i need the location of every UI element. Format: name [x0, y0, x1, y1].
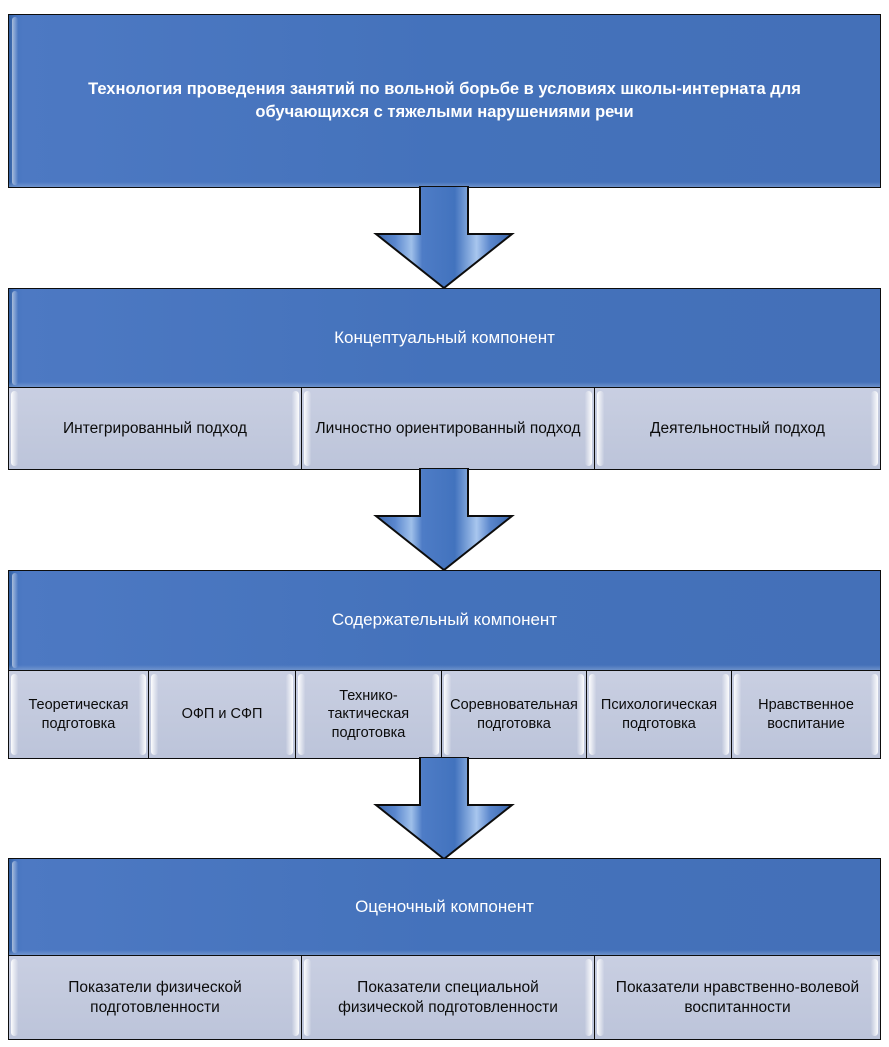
- subbox-general-special-physical-training[interactable]: ОФП и СФП: [149, 671, 296, 758]
- subbox-label: Соревновательная подготовка: [450, 696, 578, 732]
- evaluation-block-band: Оценочный компонент: [9, 859, 880, 955]
- subbox-integrated-approach[interactable]: Интегрированный подход: [9, 388, 302, 469]
- subbox-psychological-training[interactable]: Психологическая подготовка: [587, 671, 732, 758]
- title-block-band: Технология проведения занятий по вольной…: [9, 15, 880, 187]
- content-block-heading: Содержательный компонент: [331, 610, 558, 630]
- subbox-label: Нравственное воспитание: [758, 696, 854, 732]
- subbox-label: Показатели специальной физической подгот…: [338, 978, 558, 1016]
- conceptual-block[interactable]: Концептуальный компонент Интегрированный…: [8, 288, 881, 470]
- subbox-technical-tactical-training[interactable]: Технико-тактическая подготовка: [296, 671, 442, 758]
- evaluation-block-heading: Оценочный компонент: [355, 896, 534, 916]
- subbox-physical-fitness-indicators[interactable]: Показатели физической подготовленности: [9, 956, 302, 1039]
- subbox-label: Показатели нравственно-волевой воспитанн…: [615, 978, 860, 1016]
- conceptual-block-band: Концептуальный компонент: [9, 289, 880, 387]
- arrow-conceptual-to-content: [364, 468, 524, 572]
- subbox-label: Психологическая подготовка: [600, 696, 718, 732]
- subbox-label: Показатели физической подготовленности: [68, 978, 242, 1016]
- title-block[interactable]: Технология проведения занятий по вольной…: [8, 14, 881, 188]
- evaluation-block[interactable]: Оценочный компонент Показатели физическо…: [8, 858, 881, 1040]
- subbox-label: Личностно ориентированный подход: [315, 419, 581, 437]
- subbox-moral-volitional-indicators[interactable]: Показатели нравственно-волевой воспитанн…: [595, 956, 880, 1039]
- content-block-subrow: Теоретическая подготовка ОФП и СФП Техни…: [9, 670, 880, 758]
- subbox-personality-oriented-approach[interactable]: Личностно ориентированный подход: [302, 388, 595, 469]
- subbox-theoretical-training[interactable]: Теоретическая подготовка: [9, 671, 149, 758]
- subbox-label: Деятельностный подход: [650, 419, 825, 437]
- subbox-label: ОФП и СФП: [181, 706, 263, 723]
- subbox-moral-education[interactable]: Нравственное воспитание: [732, 671, 880, 758]
- subbox-label: Технико-тактическая подготовка: [327, 687, 410, 741]
- subbox-activity-approach[interactable]: Деятельностный подход: [595, 388, 880, 469]
- subbox-label: Теоретическая подготовка: [28, 696, 129, 732]
- conceptual-block-heading: Концептуальный компонент: [334, 327, 555, 347]
- content-block-band: Содержательный компонент: [9, 571, 880, 670]
- subbox-competitive-training[interactable]: Соревновательная подготовка: [442, 671, 587, 758]
- title-block-heading: Технология проведения занятий по вольной…: [88, 79, 801, 121]
- subbox-label: Интегрированный подход: [63, 419, 247, 437]
- conceptual-block-subrow: Интегрированный подход Личностно ориенти…: [9, 387, 880, 469]
- subbox-special-physical-fitness-indicators[interactable]: Показатели специальной физической подгот…: [302, 956, 595, 1039]
- content-block[interactable]: Содержательный компонент Теоретическая п…: [8, 570, 881, 759]
- evaluation-block-subrow: Показатели физической подготовленности П…: [9, 955, 880, 1039]
- arrow-content-to-evaluation: [364, 757, 524, 861]
- arrow-title-to-conceptual: [364, 186, 524, 290]
